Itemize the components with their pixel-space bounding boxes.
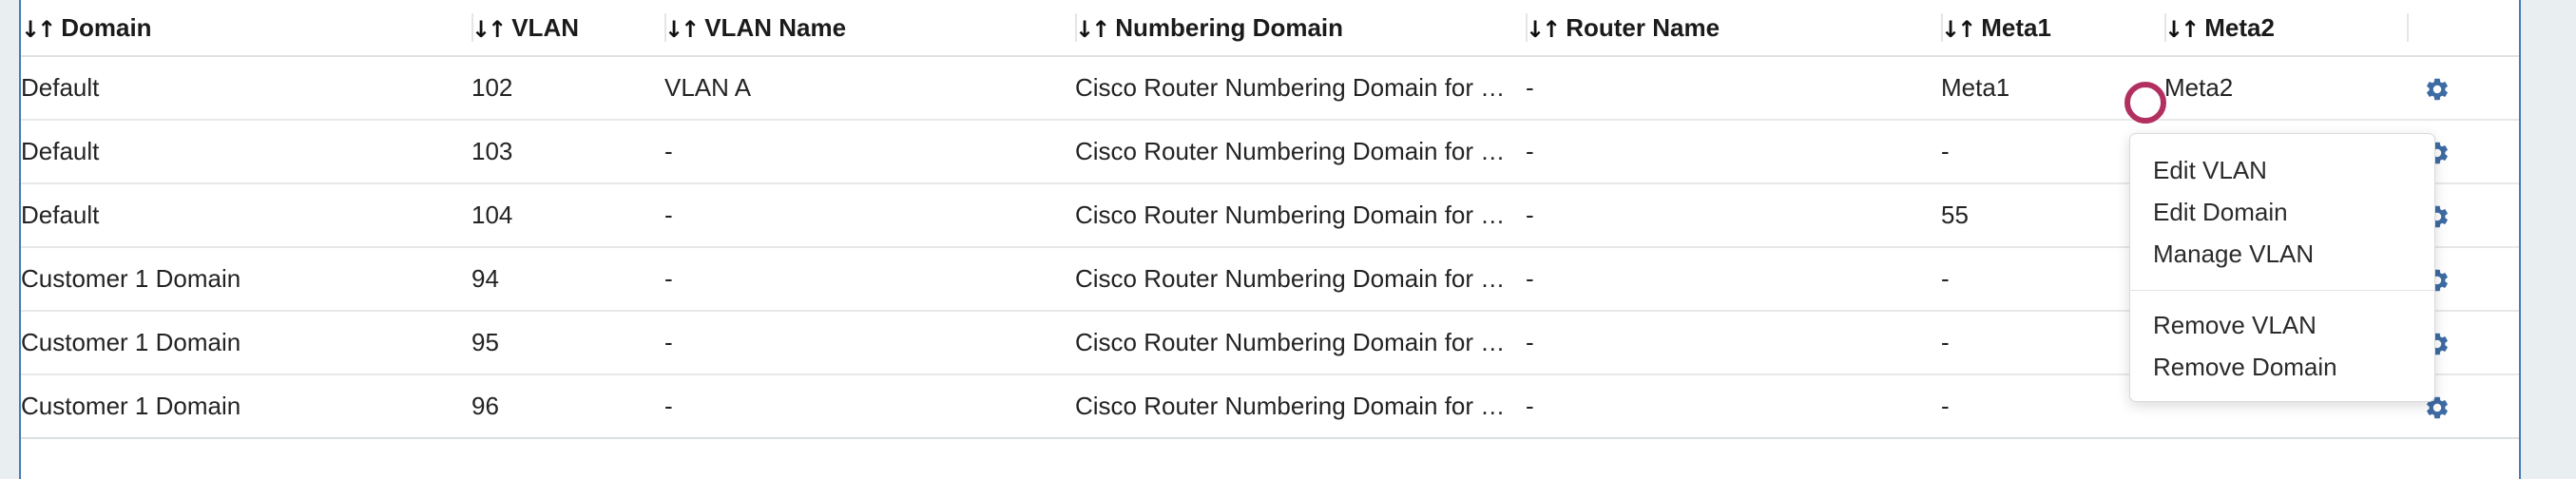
cell-vlan: 96: [471, 374, 664, 439]
cell-numbering-domain: Cisco Router Numbering Domain for …: [1075, 120, 1526, 184]
cell-vlan: 103: [471, 120, 664, 184]
menu-item-edit-domain[interactable]: Edit Domain: [2153, 198, 2288, 226]
menu-item-remove-vlan[interactable]: Remove VLAN: [2153, 311, 2316, 339]
column-separator: [1075, 13, 1077, 42]
sort-toggle-icon[interactable]: ↓↑: [1075, 15, 1110, 43]
page-gutter-left: [0, 0, 19, 479]
cell-actions: [2407, 56, 2519, 121]
cell-numbering-domain: Cisco Router Numbering Domain for …: [1075, 247, 1526, 312]
frame-rule-right: [2519, 0, 2521, 479]
cell-vlan: 95: [471, 311, 664, 375]
column-separator: [1526, 13, 1528, 42]
sort-toggle-icon[interactable]: ↓↑: [664, 15, 700, 43]
gear-icon[interactable]: [2424, 76, 2451, 103]
column-header-label: VLAN: [511, 12, 579, 42]
column-separator: [471, 13, 473, 42]
cell-numbering-domain: Cisco Router Numbering Domain for …: [1075, 374, 1526, 439]
cell-router-name: -: [1526, 56, 1941, 121]
menu-item-manage-vlan[interactable]: Manage VLAN: [2153, 240, 2315, 268]
sort-toggle-icon[interactable]: ↓↑: [471, 15, 507, 43]
column-header-meta1[interactable]: ↓↑Meta1: [1941, 0, 2164, 56]
column-header-router-name[interactable]: ↓↑Router Name: [1526, 0, 1941, 56]
column-separator: [664, 13, 666, 42]
cell-domain: Default: [21, 183, 471, 248]
sort-toggle-icon[interactable]: ↓↑: [21, 15, 56, 43]
table-body: Default 102 VLAN A Cisco Router Numberin…: [21, 56, 2519, 439]
vlan-table-card: ↓↑Domain ↓↑VLAN ↓↑VLAN Name ↓↑Numbering …: [21, 0, 2519, 479]
column-header-numbering-domain[interactable]: ↓↑Numbering Domain: [1075, 0, 1526, 56]
column-header-label: Numbering Domain: [1115, 12, 1344, 42]
cell-router-name: -: [1526, 183, 1941, 248]
table-row[interactable]: Default 104 - Cisco Router Numbering Dom…: [21, 183, 2519, 248]
cell-router-name: -: [1526, 374, 1941, 439]
column-header-label: VLAN Name: [704, 12, 847, 42]
cell-vlan-name: -: [664, 247, 1075, 312]
cell-domain: Default: [21, 56, 471, 121]
cell-vlan-name: VLAN A: [664, 56, 1075, 121]
cell-meta1: -: [1941, 247, 2164, 312]
column-header-domain[interactable]: ↓↑Domain: [21, 0, 471, 56]
cell-vlan-name: -: [664, 183, 1075, 248]
cell-router-name: -: [1526, 311, 1941, 375]
menu-item-remove-domain[interactable]: Remove Domain: [2153, 353, 2337, 381]
table-row[interactable]: Default 103 - Cisco Router Numbering Dom…: [21, 120, 2519, 184]
cell-meta1: 55: [1941, 183, 2164, 248]
row-actions-context-menu[interactable]: Edit VLAN Edit Domain Manage VLAN Remove…: [2129, 133, 2435, 402]
column-separator: [2164, 13, 2166, 42]
column-header-vlan-name[interactable]: ↓↑VLAN Name: [664, 0, 1075, 56]
table-row[interactable]: Default 102 VLAN A Cisco Router Numberin…: [21, 56, 2519, 121]
cell-vlan: 94: [471, 247, 664, 312]
cell-vlan: 102: [471, 56, 664, 121]
cell-domain: Default: [21, 120, 471, 184]
menu-divider: [2130, 290, 2434, 291]
cell-vlan: 104: [471, 183, 664, 248]
column-header-label: Meta2: [2204, 12, 2275, 42]
vlan-table: ↓↑Domain ↓↑VLAN ↓↑VLAN Name ↓↑Numbering …: [21, 0, 2519, 439]
column-separator: [2407, 13, 2409, 42]
cell-router-name: -: [1526, 247, 1941, 312]
cell-meta1: -: [1941, 374, 2164, 439]
column-header-actions: [2407, 0, 2519, 56]
cell-vlan-name: -: [664, 120, 1075, 184]
cell-vlan-name: -: [664, 311, 1075, 375]
cell-meta1: -: [1941, 120, 2164, 184]
cell-numbering-domain: Cisco Router Numbering Domain for …: [1075, 183, 1526, 248]
cell-meta1: -: [1941, 311, 2164, 375]
cell-domain: Customer 1 Domain: [21, 374, 471, 439]
cell-numbering-domain: Cisco Router Numbering Domain for …: [1075, 311, 1526, 375]
page-gutter-right: [2521, 0, 2576, 479]
sort-toggle-icon[interactable]: ↓↑: [2164, 15, 2200, 43]
cell-meta1: Meta1: [1941, 56, 2164, 121]
column-header-label: Router Name: [1566, 12, 1721, 42]
cell-vlan-name: -: [664, 374, 1075, 439]
sort-toggle-icon[interactable]: ↓↑: [1526, 15, 1561, 43]
cell-router-name: -: [1526, 120, 1941, 184]
cell-domain: Customer 1 Domain: [21, 311, 471, 375]
column-header-meta2[interactable]: ↓↑Meta2: [2164, 0, 2407, 56]
table-header: ↓↑Domain ↓↑VLAN ↓↑VLAN Name ↓↑Numbering …: [21, 0, 2519, 56]
frame-rule-left: [19, 0, 21, 479]
column-header-label: Domain: [61, 12, 152, 42]
table-row[interactable]: Customer 1 Domain 96 - Cisco Router Numb…: [21, 374, 2519, 439]
cell-domain: Customer 1 Domain: [21, 247, 471, 312]
sort-toggle-icon[interactable]: ↓↑: [1941, 15, 1976, 43]
cell-meta2: Meta2: [2164, 56, 2407, 121]
gear-icon[interactable]: [2424, 394, 2451, 421]
column-separator: [1941, 13, 1943, 42]
menu-item-edit-vlan[interactable]: Edit VLAN: [2153, 156, 2267, 184]
column-header-vlan[interactable]: ↓↑VLAN: [471, 0, 664, 56]
table-header-row: ↓↑Domain ↓↑VLAN ↓↑VLAN Name ↓↑Numbering …: [21, 0, 2519, 56]
column-header-label: Meta1: [1981, 12, 2051, 42]
cell-numbering-domain: Cisco Router Numbering Domain for …: [1075, 56, 1526, 121]
